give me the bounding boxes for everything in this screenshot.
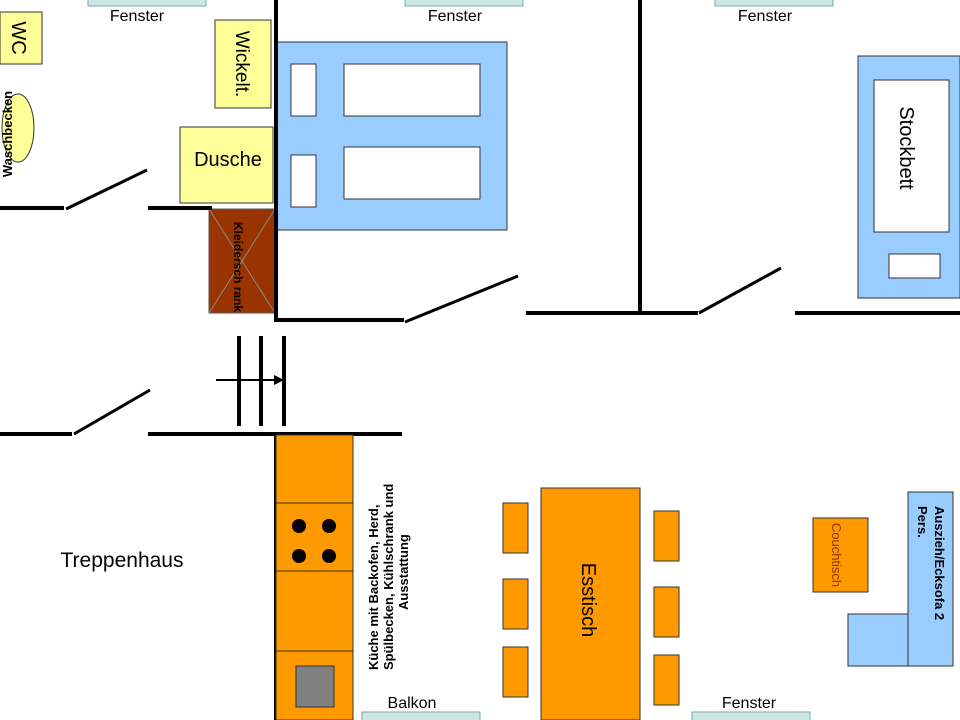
waschbecken-label: Waschbecken	[0, 91, 15, 177]
kitchen-unit-1	[275, 434, 354, 504]
pillow-1	[290, 63, 317, 117]
door-stair	[73, 388, 151, 436]
window-label-top-3: Fenster	[738, 8, 793, 25]
window-balkon	[361, 711, 481, 720]
chair-right-1	[653, 510, 680, 562]
wc-fixture	[0, 11, 43, 65]
door-bed2	[698, 266, 782, 315]
window-bottom-right	[691, 711, 811, 720]
kueche-label-line-3: Ausstattung	[396, 534, 411, 610]
window-top-1	[87, 0, 207, 7]
kitchen: Küche mit Backofen, Herd, Spülbecken, Kü…	[275, 434, 411, 720]
window-top-2	[404, 0, 524, 7]
door-bath	[65, 168, 148, 211]
stockbett-pillow	[888, 253, 941, 279]
kueche-label-line-2: Spülbecken, Kühlschrank und	[381, 484, 396, 670]
bedroom-2: Stockbett	[857, 55, 960, 299]
door-bed1	[404, 274, 519, 324]
sofa-label-line-1: Auszieh/Ecksofa 2	[932, 506, 947, 620]
esstisch	[540, 487, 641, 720]
treppenhaus-label: Treppenhaus	[61, 549, 184, 572]
doors	[65, 168, 782, 436]
waschbecken-fixture	[1, 93, 35, 163]
stockbett-label: Stockbett	[895, 106, 917, 190]
wc-label: WC	[7, 21, 29, 54]
kitchen-unit-stove	[275, 502, 354, 572]
chair-left-1	[502, 502, 529, 554]
burner-3	[292, 549, 306, 563]
dining: Esstisch	[502, 487, 680, 720]
entrance-stairs	[216, 336, 286, 426]
sofa-label-line-2: Pers.	[915, 506, 930, 538]
wickeltisch-label: Wickelt.	[231, 31, 252, 98]
chair-right-3	[653, 654, 680, 706]
windows: Fenster Fenster Fenster Balkon Fenster	[87, 0, 834, 720]
couchtisch-label: Couchtisch	[829, 523, 844, 587]
kleiderschrank: Kleidersch rank	[208, 208, 276, 314]
kleiderschrank-cross-2	[208, 208, 276, 314]
dusche-label: Dusche	[194, 149, 262, 171]
stockbett-mattress	[873, 79, 950, 233]
chair-left-2	[502, 578, 529, 630]
entrance-arrow-head	[274, 375, 284, 385]
sofa-label: Auszieh/Ecksofa 2 Pers.	[915, 506, 947, 624]
sofa-corner	[847, 613, 914, 667]
burner-4	[322, 549, 336, 563]
bedroom-1	[276, 41, 508, 231]
sink-basin	[295, 665, 335, 708]
kueche-label: Küche mit Backofen, Herd, Spülbecken, Kü…	[366, 480, 411, 670]
kueche-label-line-1: Küche mit Backofen, Herd,	[366, 505, 381, 670]
mattress-2	[343, 146, 481, 200]
chair-right-2	[653, 586, 680, 638]
living: Couchtisch Auszieh/Ecksofa 2 Pers.	[812, 491, 954, 667]
window-label-top-2: Fenster	[428, 8, 483, 25]
sofa-main	[907, 491, 954, 667]
pillow-2	[290, 154, 317, 208]
couchtisch	[812, 517, 869, 593]
kleiderschrank-label-text: Kleidersch rank	[231, 222, 245, 312]
esstisch-label: Esstisch	[577, 563, 599, 637]
burner-2	[322, 519, 336, 533]
kleiderschrank-label: Kleidersch rank	[231, 222, 245, 312]
chair-left-3	[502, 646, 529, 698]
mattress-1	[343, 63, 481, 117]
window-top-3	[714, 0, 834, 7]
window-label-bottom: Fenster	[722, 695, 777, 712]
burner-1	[292, 519, 306, 533]
balkon-label: Balkon	[388, 695, 437, 712]
dusche	[179, 126, 274, 204]
bathroom: WC Waschbecken Wickelt. Dusche	[0, 11, 274, 204]
kitchen-unit-3	[275, 570, 354, 652]
wickeltisch	[214, 19, 272, 109]
window-label-top-1: Fenster	[110, 8, 165, 25]
